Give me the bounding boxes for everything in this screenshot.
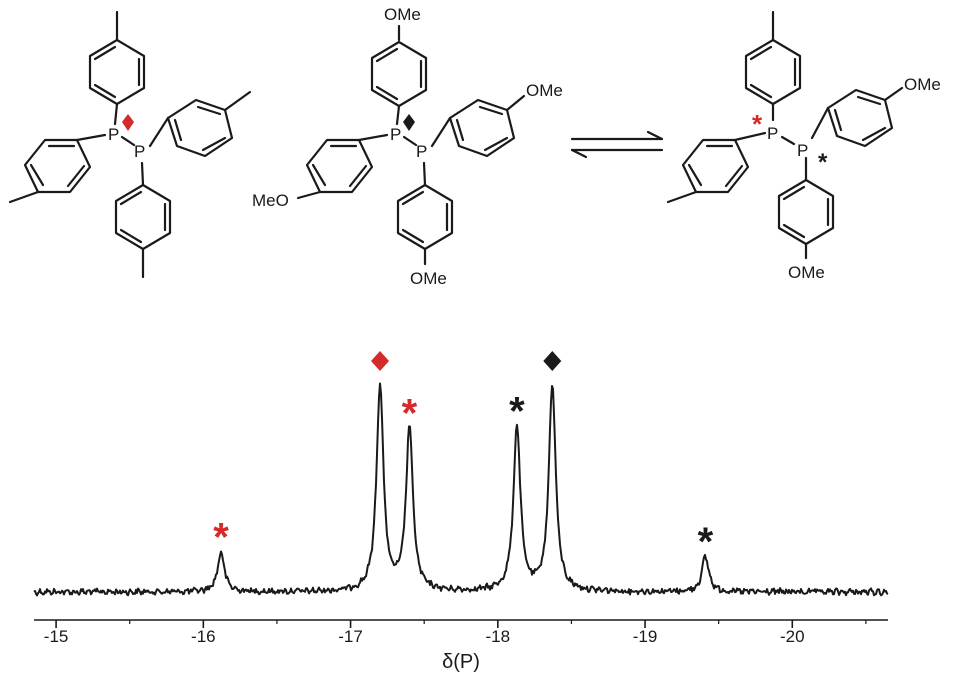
right-star-red: * [752, 109, 763, 139]
peak-markers: * * * * [213, 351, 714, 564]
middle-sub-bottom: OMe [410, 269, 447, 288]
x-axis-title: δ(P) [442, 651, 480, 673]
peak-star-marker: * [509, 389, 525, 433]
x-tick-label: -18 [486, 627, 511, 646]
right-ring-top [744, 10, 802, 122]
middle-p-p-bond [402, 135, 418, 147]
right-p-p-bond [780, 135, 796, 146]
peak-star-marker: * [213, 516, 229, 560]
peak-star-marker: * [402, 391, 418, 435]
right-sub-bottom: OMe [788, 263, 825, 282]
right-p1-label: P [767, 124, 778, 143]
x-axis-ticks: -15 -16 -17 -18 -19 -20 [44, 620, 867, 646]
equilibrium-arrows [570, 130, 664, 159]
nmr-spectrum: -15 -16 -17 -18 -19 -20 * * * * δ(P) [33, 351, 889, 673]
x-tick-label: -17 [338, 627, 363, 646]
x-tick-label: -19 [633, 627, 658, 646]
structure-middle: OMe OMe MeO [252, 5, 563, 288]
peak-diamond-marker [371, 351, 390, 371]
middle-diamond-marker [403, 114, 415, 131]
structure-left: P P [8, 10, 252, 279]
x-tick-label: -20 [780, 627, 805, 646]
peak-star-marker: * [698, 520, 714, 564]
right-ring-right [810, 86, 904, 148]
structure-right: OMe OMe P P * * [666, 10, 941, 282]
middle-p2-label: P [416, 142, 427, 161]
middle-p1-label: P [390, 125, 401, 144]
middle-sub-left: MeO [252, 191, 289, 210]
left-p-p-bond [120, 135, 136, 147]
left-p1-label: P [108, 125, 119, 144]
middle-ring-left [296, 133, 389, 200]
spectrum-trace [33, 382, 889, 597]
right-sub-right: OMe [904, 75, 941, 94]
x-tick-label: -16 [191, 627, 216, 646]
left-diamond-marker [122, 114, 134, 131]
right-ring-left [666, 131, 767, 204]
left-p2-label: P [134, 142, 145, 161]
right-ring-bottom [777, 156, 835, 260]
peak-diamond-marker [543, 351, 562, 371]
middle-sub-right: OMe [526, 81, 563, 100]
left-ring-top [88, 10, 146, 126]
middle-ring-top [370, 24, 428, 126]
middle-ring-right [430, 94, 526, 158]
left-ring-right [148, 90, 252, 158]
x-tick-label: -15 [44, 627, 69, 646]
right-p2-label: P [797, 141, 808, 160]
right-star-black: * [818, 149, 828, 176]
middle-sub-top: OMe [384, 5, 421, 24]
middle-ring-bottom [396, 161, 454, 266]
left-ring-left [8, 133, 107, 204]
left-ring-bottom [114, 161, 172, 279]
